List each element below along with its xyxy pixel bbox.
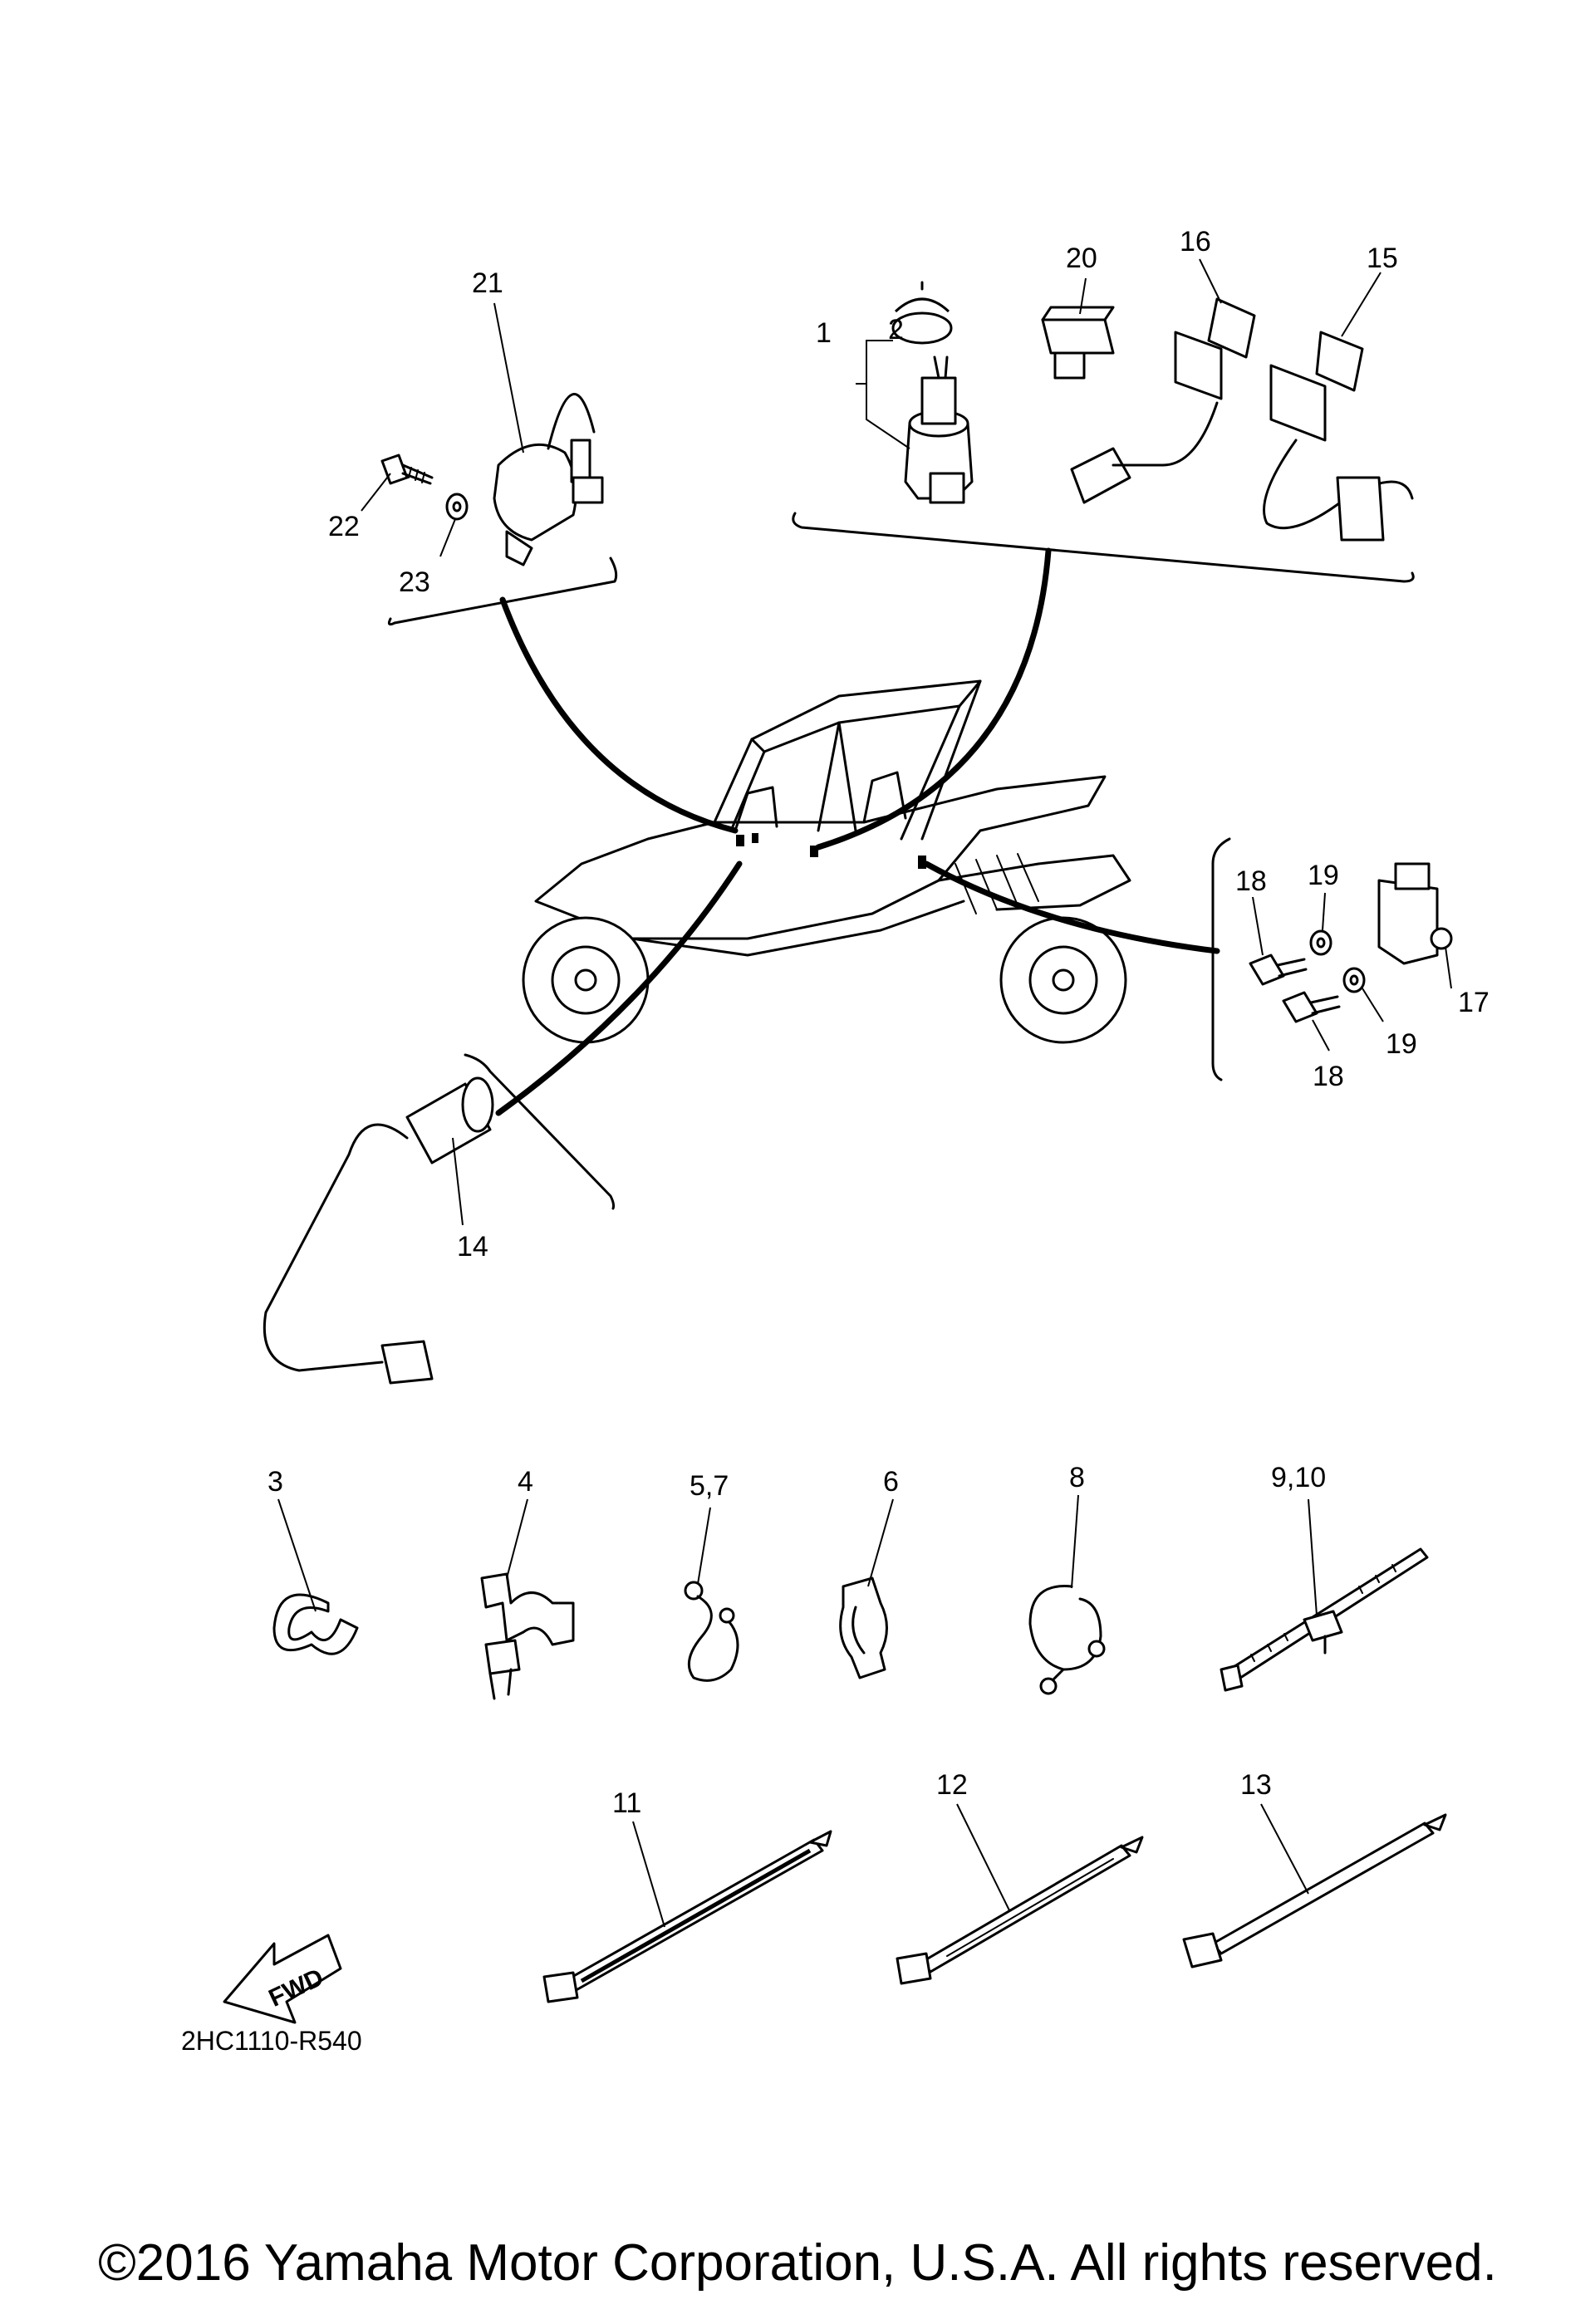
callout-17: 17 xyxy=(1458,987,1489,1018)
part-2-cap xyxy=(891,281,953,345)
callout-16: 16 xyxy=(1180,226,1211,257)
part-16-toggle-switch xyxy=(1070,297,1256,504)
part-11-cable-tie xyxy=(542,1830,832,2003)
part-8-band xyxy=(1028,1585,1106,1695)
callout-3: 3 xyxy=(267,1466,283,1498)
part-4-clip xyxy=(480,1572,575,1700)
leader-lines xyxy=(277,258,1452,1928)
part-19-washer-upper xyxy=(1309,929,1332,956)
copyright-notice: ©2016 Yamaha Motor Corporation, U.S.A. A… xyxy=(98,2234,1497,2292)
part-5-7-band xyxy=(684,1581,739,1682)
callout-12: 12 xyxy=(936,1769,968,1801)
part-14-socket xyxy=(263,1076,494,1385)
part-3-clamp xyxy=(272,1593,359,1655)
group-connectors xyxy=(387,512,1415,1210)
callout-11: 11 xyxy=(612,1787,641,1819)
callout-6: 6 xyxy=(883,1466,899,1498)
part-9-10-cable-tie-mount xyxy=(1220,1547,1429,1692)
part-21-sensor xyxy=(493,393,604,566)
callout-9-10: 9,10 xyxy=(1271,1462,1326,1493)
part-15-toggle-switch xyxy=(1263,331,1414,542)
callout-20: 20 xyxy=(1066,243,1097,274)
callout-labels: 1 2 3 4 5,7 6 8 9,10 11 12 13 14 15 16 1… xyxy=(267,226,1489,1819)
callout-15: 15 xyxy=(1367,243,1398,274)
callout-13: 13 xyxy=(1240,1769,1272,1801)
callout-23: 23 xyxy=(399,566,430,598)
vehicle-illustration xyxy=(522,679,1131,1044)
part-19-washer-lower xyxy=(1342,967,1366,993)
callout-18-upper: 18 xyxy=(1235,865,1267,897)
callout-14: 14 xyxy=(457,1231,488,1263)
fwd-arrow: FWD xyxy=(223,1934,342,2024)
callout-22: 22 xyxy=(328,511,360,542)
part-18-bolt-lower xyxy=(1282,991,1341,1023)
diagram-code: 2HC1110-R540 xyxy=(181,2026,362,2056)
part-20-switch xyxy=(1041,306,1115,380)
callout-18-lower: 18 xyxy=(1313,1061,1344,1092)
part-18-bolt-upper xyxy=(1249,954,1308,986)
callout-21: 21 xyxy=(472,267,503,299)
part-17-relay xyxy=(1377,862,1453,965)
part-13-cable-tie xyxy=(1182,1813,1447,1969)
callout-8: 8 xyxy=(1069,1462,1085,1493)
part-22-bolt xyxy=(380,454,434,485)
part-6-clamp xyxy=(839,1576,888,1679)
part-1-main-switch xyxy=(904,355,974,504)
callout-19-upper: 19 xyxy=(1308,860,1339,891)
part-12-cable-tie xyxy=(896,1836,1144,1985)
callout-19-lower: 19 xyxy=(1386,1028,1417,1060)
callout-1: 1 xyxy=(816,317,832,349)
part-23-washer xyxy=(445,493,469,521)
callout-5-7: 5,7 xyxy=(690,1470,729,1502)
callout-4: 4 xyxy=(518,1466,533,1498)
callout-2: 2 xyxy=(888,314,904,346)
